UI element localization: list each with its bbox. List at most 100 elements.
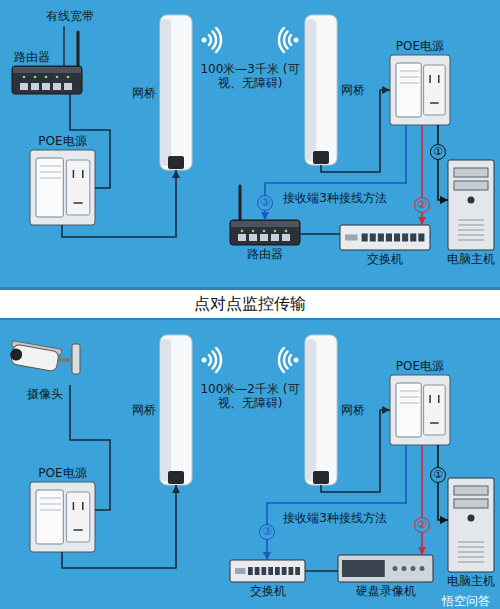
wireless-symbol bbox=[202, 28, 222, 52]
poe-adapter bbox=[396, 383, 421, 437]
outlet bbox=[66, 492, 89, 542]
switch-port bbox=[255, 567, 260, 575]
wireless-symbol bbox=[279, 28, 298, 52]
camera-picture bbox=[9, 341, 80, 374]
device-label: 电脑主机 bbox=[447, 574, 495, 588]
wireless-wave bbox=[284, 32, 288, 49]
outlet-slot bbox=[82, 502, 84, 510]
poe-node: POE电源 bbox=[390, 55, 450, 125]
router-node: 路由器 bbox=[12, 66, 82, 94]
device-label: 网桥 bbox=[341, 83, 365, 97]
poe-panel bbox=[390, 375, 450, 445]
router-light bbox=[34, 76, 37, 79]
router-light bbox=[285, 230, 288, 233]
pc-vent bbox=[458, 552, 484, 553]
callout-number: ③ bbox=[259, 524, 275, 540]
pc-bay bbox=[454, 499, 488, 508]
poe-adapter bbox=[36, 158, 63, 217]
bridge-body bbox=[305, 15, 337, 165]
switch-port bbox=[289, 567, 294, 575]
poe-panel bbox=[390, 55, 450, 125]
router-port bbox=[260, 234, 268, 241]
pc-vent bbox=[458, 235, 484, 236]
wireless-wave bbox=[216, 348, 221, 372]
wireless-symbol bbox=[279, 348, 299, 372]
wireless-dot bbox=[202, 358, 207, 363]
router-light bbox=[241, 230, 244, 233]
router-light bbox=[274, 230, 277, 233]
router-picture bbox=[12, 32, 82, 94]
switch-port bbox=[378, 234, 384, 242]
bridge-shade bbox=[306, 19, 316, 161]
outlet-slot bbox=[73, 502, 75, 510]
device-label: 网桥 bbox=[341, 403, 365, 417]
camera-body-group bbox=[9, 341, 62, 372]
wireless-wave bbox=[209, 355, 211, 365]
switch-port bbox=[418, 234, 424, 242]
poe-vent bbox=[400, 71, 419, 72]
outlet bbox=[424, 385, 446, 435]
wireless-dot bbox=[202, 38, 207, 43]
device-label: 交换机 bbox=[367, 252, 403, 266]
router-port bbox=[271, 234, 279, 241]
device-label: 电脑主机 bbox=[447, 252, 495, 266]
device-label: POE电源 bbox=[38, 466, 86, 480]
pc-bay bbox=[454, 486, 488, 495]
bridge-node: 网桥 bbox=[305, 15, 337, 165]
router-body bbox=[230, 220, 300, 245]
pc-node: 电脑主机 bbox=[448, 160, 494, 250]
bridge-connector bbox=[313, 471, 329, 484]
outlet-slot bbox=[438, 395, 440, 403]
connector bbox=[421, 445, 423, 555]
pc-button bbox=[468, 197, 475, 204]
pc-vent bbox=[458, 542, 484, 543]
bridge-shade bbox=[161, 339, 171, 481]
switch-port bbox=[370, 234, 376, 242]
bridge-body bbox=[305, 335, 337, 485]
switch-port bbox=[402, 234, 408, 242]
poe-vent bbox=[40, 166, 61, 167]
outlet-slot bbox=[73, 170, 75, 178]
wireless-wave bbox=[289, 355, 291, 365]
device-label: POE电源 bbox=[396, 359, 444, 373]
switch-port bbox=[295, 567, 300, 575]
broadband-wire bbox=[63, 26, 64, 66]
router-port bbox=[42, 83, 50, 90]
device-label: 路由器 bbox=[14, 50, 50, 64]
poe-vent bbox=[400, 83, 419, 84]
router-port bbox=[31, 83, 39, 90]
device-label: 网桥 bbox=[132, 403, 156, 417]
pc-case bbox=[448, 478, 494, 572]
switch-node: 交换机 bbox=[230, 560, 305, 582]
poe-adapter bbox=[36, 490, 63, 544]
bridge-picture bbox=[305, 15, 337, 165]
wireless-wave bbox=[289, 35, 291, 45]
connector bbox=[321, 410, 390, 492]
pc-vent bbox=[458, 230, 484, 231]
router-port bbox=[64, 83, 72, 90]
pc-vent bbox=[458, 220, 484, 221]
poe-vent bbox=[40, 498, 61, 499]
outlet-slot bbox=[429, 395, 431, 403]
router-light bbox=[23, 76, 26, 79]
distance-note: 100米—3千米 (可视、无障碍) bbox=[200, 62, 300, 90]
nvr-button bbox=[420, 566, 425, 571]
poe-picture bbox=[390, 375, 450, 445]
diagram-title: 点对点监控传输 bbox=[194, 294, 306, 314]
nvr-button bbox=[402, 566, 407, 571]
router-light bbox=[45, 76, 48, 79]
poe-vent bbox=[40, 504, 61, 505]
router-top bbox=[231, 221, 299, 227]
switch-port bbox=[282, 567, 287, 575]
callout-number: ② bbox=[414, 197, 430, 213]
router-light bbox=[252, 230, 255, 233]
poe-vent bbox=[400, 77, 419, 78]
poe-vent bbox=[40, 510, 61, 511]
bridge-picture bbox=[160, 15, 192, 170]
pc-vent bbox=[458, 557, 484, 558]
device-label: POE电源 bbox=[38, 134, 86, 148]
poe-vent bbox=[40, 178, 61, 179]
